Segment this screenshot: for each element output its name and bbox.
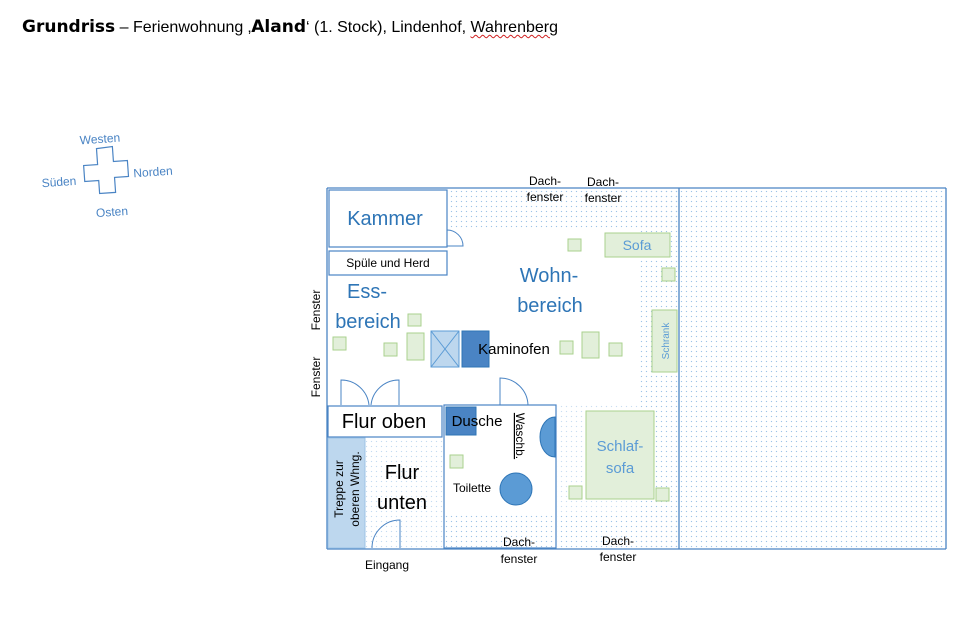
chair xyxy=(449,454,464,469)
kaminofen xyxy=(430,330,490,368)
compass-cross-icon xyxy=(82,145,130,195)
dachfenster-top-2-b: fenster xyxy=(585,191,622,205)
bathroom xyxy=(443,404,557,549)
fenster-west-2: Fenster xyxy=(309,357,323,398)
toilette-bowl xyxy=(499,472,533,506)
kammer-room xyxy=(328,189,448,248)
kitchen-counter xyxy=(328,250,448,276)
chair xyxy=(568,485,583,500)
title-bold-aland: Aland xyxy=(251,17,306,37)
dusche-label: Dusche xyxy=(452,413,503,430)
chair xyxy=(661,267,676,282)
dining-table xyxy=(406,332,425,361)
title-text-a: – Ferienwohnung ‚ xyxy=(115,19,252,36)
page-title: Grundriss – Ferienwohnung ‚Aland‘ (1. St… xyxy=(22,17,558,37)
chair xyxy=(407,313,422,327)
schlafsofa-label-2: sofa xyxy=(606,460,635,477)
ess-label-2: bereich xyxy=(335,311,401,333)
schrank xyxy=(651,309,678,373)
schlafsofa xyxy=(585,410,655,500)
kaminofen-label: Kaminofen xyxy=(478,341,550,358)
chair xyxy=(567,238,582,252)
walls xyxy=(326,187,947,550)
coffee-table xyxy=(581,331,600,359)
title-bold-grundriss: Grundriss xyxy=(22,17,116,37)
dachfenster-bottom-1-b: fenster xyxy=(501,552,538,566)
roof-area-bath xyxy=(445,515,556,548)
wohn-label-1: Wohn- xyxy=(520,265,579,287)
compass-south: Süden xyxy=(41,174,77,190)
doors xyxy=(340,377,529,549)
ess-label-1: Ess- xyxy=(347,281,387,303)
compass: Westen Süden Norden Osten xyxy=(41,131,173,220)
kitchen-label: Spüle und Herd xyxy=(346,256,429,270)
flur-unten-label-1: Flur xyxy=(385,462,420,484)
eingang-label: Eingang xyxy=(365,558,409,572)
schlafsofa-label-1: Schlaf- xyxy=(597,438,644,455)
chair xyxy=(655,487,670,502)
compass-west: Westen xyxy=(79,131,120,148)
treppe-label-1: Treppe zur xyxy=(332,460,346,518)
dachfenster-top-1-b: fenster xyxy=(527,190,564,204)
dachfenster-top-2-a: Dach- xyxy=(587,175,619,189)
sofa-label: Sofa xyxy=(623,237,652,253)
kammer-label: Kammer xyxy=(347,208,423,230)
fenster-west-1: Fenster xyxy=(309,290,323,331)
roof-area-east xyxy=(680,189,946,549)
compass-east: Osten xyxy=(96,204,129,220)
toilette-label: Toilette xyxy=(453,481,491,495)
dachfenster-bottom-2-b: fenster xyxy=(600,550,637,564)
ofen-dark-box xyxy=(461,330,490,368)
furniture xyxy=(332,238,676,502)
treppe-label-2: oberen Whng. xyxy=(348,451,362,526)
schrank-label: Schrank xyxy=(661,322,672,360)
flur-oben-label: Flur oben xyxy=(342,411,427,433)
wohn-label-2: bereich xyxy=(517,295,583,317)
flur-oben-room xyxy=(327,405,443,438)
chair xyxy=(559,340,574,355)
chair xyxy=(608,342,623,357)
title-text-b: ‘ (1. Stock), Lindenhof, xyxy=(306,19,471,36)
chair xyxy=(383,342,398,357)
dusche xyxy=(445,406,477,436)
sofa xyxy=(604,232,671,258)
dachfenster-bottom-2-a: Dach- xyxy=(602,534,634,548)
title-place: Wahrenberg xyxy=(470,19,558,36)
dachfenster-bottom-1-a: Dach- xyxy=(503,535,535,549)
kammer-door xyxy=(446,229,464,247)
treppe xyxy=(327,437,366,549)
waschb-label: Waschb. xyxy=(513,413,527,459)
chair xyxy=(332,336,347,351)
roof-area-bottom xyxy=(557,515,680,549)
compass-north: Norden xyxy=(133,164,173,181)
flur-unten-label-2: unten xyxy=(377,492,427,514)
dachfenster-top-1-a: Dach- xyxy=(529,174,561,188)
waschbecken xyxy=(539,416,556,458)
